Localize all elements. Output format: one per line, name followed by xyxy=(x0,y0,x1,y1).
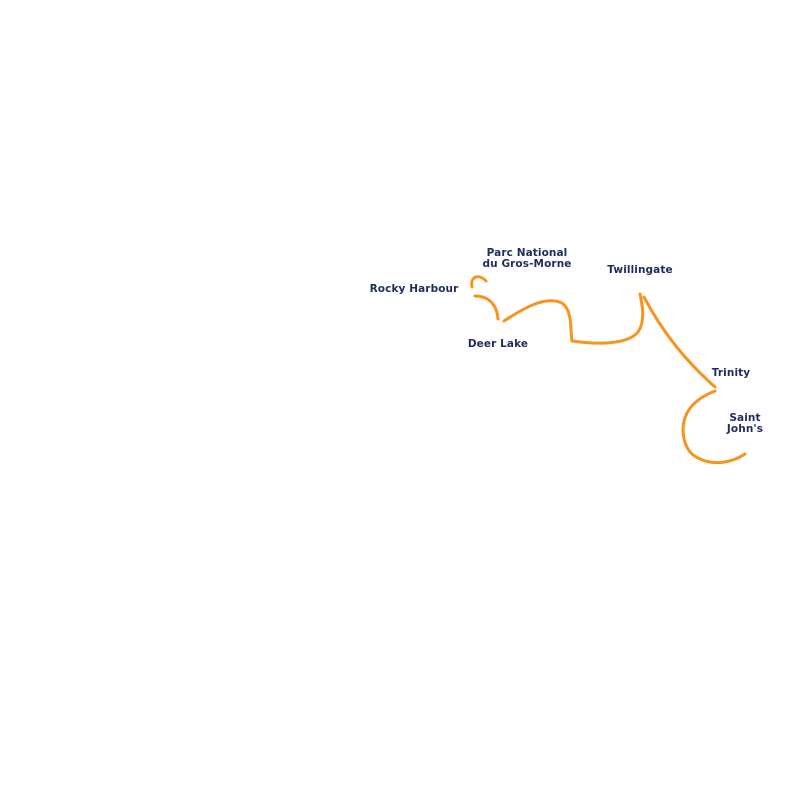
route-segment-twillingate-trinity xyxy=(642,295,717,389)
route-segment-trinity-saint-johns xyxy=(681,389,747,465)
label-line: Twillingate xyxy=(607,264,673,276)
label-line: Deer Lake xyxy=(467,338,529,350)
place-label-trinity: Trinity xyxy=(712,368,750,379)
place-label-rocky-harbour: Rocky Harbour xyxy=(370,284,459,295)
place-label-gros-morne: Parc National du Gros-Morne xyxy=(482,248,571,270)
place-label-saint-johns: Saint John's xyxy=(727,413,763,435)
label-line: Rocky Harbour xyxy=(369,283,459,295)
route-segment-gros-morne-loop xyxy=(470,275,488,289)
route-segment-deer-lake-twillingate xyxy=(502,292,645,345)
label-line: Saint xyxy=(729,412,761,424)
label-line: Parc National xyxy=(486,247,568,259)
label-line: du Gros-Morne xyxy=(482,258,572,270)
label-line: Trinity xyxy=(711,367,751,379)
place-label-twillingate: Twillingate xyxy=(607,265,672,276)
route-segment-rocky-harbour-deer-lake xyxy=(473,294,500,321)
place-label-deer-lake: Deer Lake xyxy=(468,339,528,350)
label-line: John's xyxy=(726,423,764,435)
